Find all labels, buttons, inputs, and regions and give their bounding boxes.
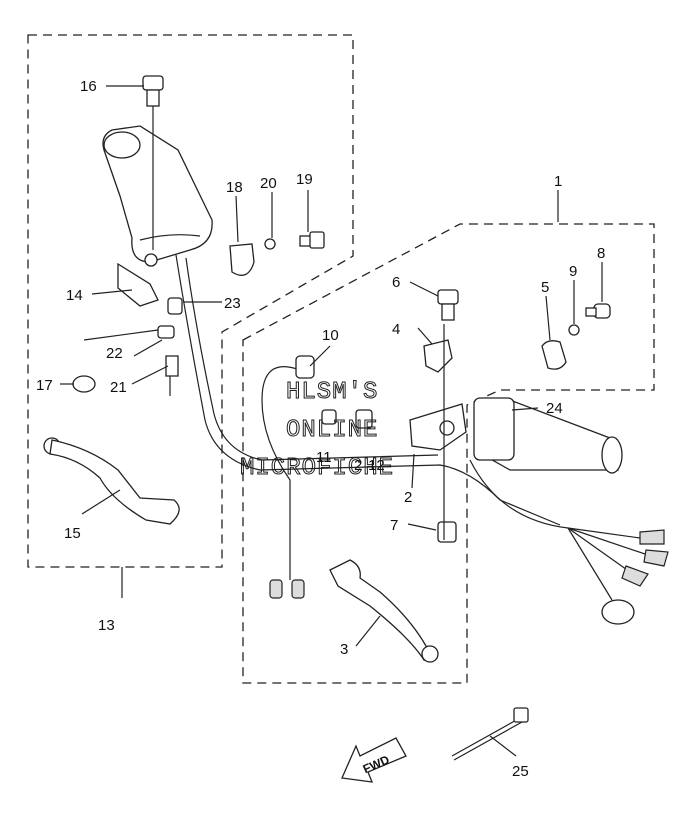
callout-9: 9 — [569, 263, 577, 280]
washer-9 — [568, 324, 580, 336]
forward-arrow: FWD — [341, 737, 407, 783]
callout-23: 23 — [224, 295, 241, 312]
callout-1: 1 — [554, 173, 562, 190]
bolt-6 — [437, 289, 459, 321]
group-1-boundary — [242, 223, 655, 684]
switch-10-11-12 — [295, 355, 373, 429]
throttle-cable — [175, 254, 561, 526]
watermark: HLSM'S ONLINE MICROFICHE — [240, 379, 394, 483]
watermark-line-2: ONLINE — [286, 417, 378, 444]
callout-17: 17 — [36, 377, 53, 394]
bolt-16 — [142, 75, 164, 107]
lever-holder — [409, 403, 467, 451]
cable-tie-25 — [451, 707, 529, 761]
leader-lines — [60, 85, 603, 757]
group-13-boundary — [27, 34, 354, 568]
callout-2a: 2 — [354, 457, 362, 474]
callout-12: 12 — [368, 457, 385, 474]
callout-25: 25 — [512, 763, 529, 780]
cable-21 — [165, 355, 179, 377]
callout-5: 5 — [541, 279, 549, 296]
callout-2b: 2 — [404, 489, 412, 506]
switch-wiring — [469, 459, 669, 625]
nut-17 — [72, 375, 96, 393]
right-grip-assembly — [473, 397, 623, 474]
callout-15: 15 — [64, 525, 81, 542]
bolt-19 — [299, 231, 325, 249]
callout-19: 19 — [296, 171, 313, 188]
callout-labels: 1 2 2 3 4 5 6 7 8 9 10 11 12 13 14 15 16… — [36, 78, 605, 780]
callout-21: 21 — [110, 379, 127, 396]
bracket-14 — [117, 262, 159, 307]
clamp-4 — [423, 339, 453, 373]
callout-18: 18 — [226, 179, 243, 196]
callout-4: 4 — [392, 321, 400, 338]
clutch-switch-wire — [261, 366, 301, 580]
callout-7: 7 — [390, 517, 398, 534]
clamp-18 — [229, 243, 255, 276]
callout-3: 3 — [340, 641, 348, 658]
callout-16: 16 — [80, 78, 97, 95]
left-grip-assembly — [102, 125, 213, 267]
screw-8 — [585, 303, 611, 319]
adjuster-23 — [167, 297, 183, 315]
watermark-line-3: MICROFICHE — [240, 455, 394, 482]
callout-24: 24 — [546, 400, 563, 417]
callout-8: 8 — [597, 245, 605, 262]
adjuster-22 — [157, 325, 175, 339]
callout-6: 6 — [392, 274, 400, 291]
watermark-line-1: HLSM'S — [286, 379, 378, 406]
clamp-5 — [541, 340, 567, 370]
callout-20: 20 — [260, 175, 277, 192]
callout-14: 14 — [66, 287, 83, 304]
lever-3 — [329, 559, 439, 663]
washer-20 — [264, 238, 276, 250]
callout-10: 10 — [322, 327, 339, 344]
nut-7 — [437, 521, 457, 543]
lever-15 — [43, 437, 180, 525]
callout-11: 11 — [316, 449, 332, 466]
callout-22: 22 — [106, 345, 123, 362]
callout-13: 13 — [98, 617, 115, 634]
